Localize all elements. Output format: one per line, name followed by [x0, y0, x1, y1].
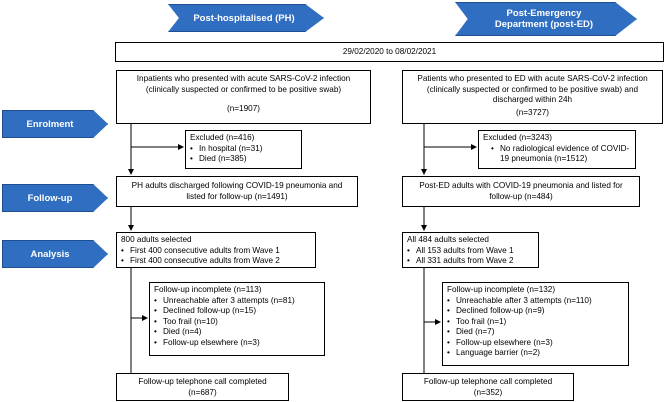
stage-analysis-label: Analysis — [30, 248, 70, 260]
list-item: First 400 consecutive adults from Wave 1 — [121, 246, 311, 257]
header-ed-line1: Post-Emergency — [506, 8, 582, 19]
list-item: Follow-up elsewhere (n=3) — [447, 338, 624, 349]
ed-completed-box: Follow-up telephone call completed (n=35… — [402, 373, 574, 401]
list-item: Died (n=4) — [154, 327, 320, 338]
ph-enrolment-box: Inpatients who presented with acute SARS… — [116, 70, 371, 124]
list-item: Too frail (n=10) — [154, 317, 320, 328]
ed-excluded-list: No radiological evidence of COVID-19 pne… — [483, 144, 631, 165]
list-item: Died (n=385) — [190, 154, 297, 165]
ed-completed-text: Follow-up telephone call completed — [423, 377, 553, 386]
ed-selected-box: All 484 adults selected All 153 adults f… — [402, 232, 539, 268]
ed-enrolment-n: (n=3727) — [515, 107, 549, 117]
ph-excluded-list: In hospital (n=31) Died (n=385) — [190, 144, 297, 165]
ph-incomplete-box: Follow-up incomplete (n=113) Unreachable… — [149, 282, 325, 356]
stage-followup-label: Follow-up — [27, 192, 73, 204]
ed-selected-list: All 153 adults from Wave 1 All 331 adult… — [407, 246, 534, 267]
ph-selected-list: First 400 consecutive adults from Wave 1… — [121, 246, 311, 267]
stage-followup: Follow-up — [2, 184, 108, 212]
list-item: Died (n=7) — [447, 327, 624, 338]
ph-followup-text: PH adults discharged following COVID-19 … — [131, 181, 343, 201]
header-ed-line2: Department (post-ED) — [494, 19, 594, 30]
date-range-box: 29/02/2020 to 08/02/2021 — [115, 42, 664, 62]
ph-enrolment-n: (n=1907) — [226, 104, 260, 113]
list-item: Unreachable after 3 attempts (n=81) — [154, 296, 320, 307]
list-item: Too frail (n=1) — [447, 317, 624, 328]
ph-incomplete-list: Unreachable after 3 attempts (n=81) Decl… — [154, 296, 320, 349]
date-range-text: 29/02/2020 to 08/02/2021 — [342, 47, 437, 56]
ph-completed-text: Follow-up telephone call completed — [138, 377, 267, 386]
ph-followup-box: PH adults discharged following COVID-19 … — [116, 176, 358, 207]
ph-selected-title: 800 adults selected — [121, 235, 192, 244]
ph-excluded-box: Excluded (n=416) In hospital (n=31) Died… — [185, 130, 302, 169]
list-item: Declined follow-up (n=9) — [447, 306, 624, 317]
stage-enrolment-label: Enrolment — [26, 118, 74, 130]
list-item: Unreachable after 3 attempts (n=110) — [447, 296, 624, 307]
ed-excluded-box: Excluded (n=3243) No radiological eviden… — [478, 130, 636, 169]
list-item: First 400 consecutive adults from Wave 2 — [121, 256, 311, 267]
ph-selected-box: 800 adults selected First 400 consecutiv… — [116, 232, 316, 268]
ed-followup-text: Post-ED adults with COVID-19 pneumonia a… — [419, 181, 623, 201]
ed-selected-title: All 484 adults selected — [407, 235, 489, 244]
ed-enrolment-box: Patients who presented to ED with acute … — [402, 70, 663, 124]
list-item: All 153 adults from Wave 1 — [407, 246, 534, 257]
ed-followup-box: Post-ED adults with COVID-19 pneumonia a… — [402, 176, 640, 207]
ed-incomplete-box: Follow-up incomplete (n=132) Unreachable… — [442, 282, 629, 366]
ph-excluded-title: Excluded (n=416) — [190, 133, 255, 142]
header-ph-label: Post-hospitalised (PH) — [193, 12, 295, 24]
ed-incomplete-title: Follow-up incomplete (n=132) — [447, 285, 556, 294]
ph-completed-n: (n=687) — [188, 387, 217, 397]
ed-incomplete-list: Unreachable after 3 attempts (n=110) Dec… — [447, 296, 624, 359]
stage-analysis: Analysis — [2, 240, 108, 268]
list-item: Language barrier (n=2) — [447, 348, 624, 359]
list-item: All 331 adults from Wave 2 — [407, 256, 534, 267]
ph-incomplete-title: Follow-up incomplete (n=113) — [154, 285, 262, 294]
ed-enrolment-text: Patients who presented to ED with acute … — [417, 74, 648, 104]
ph-enrolment-text: Inpatients who presented with acute SARS… — [136, 74, 351, 94]
stage-enrolment: Enrolment — [2, 110, 108, 138]
list-item: No radiological evidence of COVID-19 pne… — [491, 144, 631, 165]
list-item: Declined follow-up (n=15) — [154, 306, 320, 317]
list-item: In hospital (n=31) — [190, 144, 297, 155]
list-item: Follow-up elsewhere (n=3) — [154, 338, 320, 349]
ed-completed-n: (n=352) — [473, 387, 503, 397]
ed-excluded-title: Excluded (n=3243) — [483, 133, 552, 142]
header-post-hospitalised: Post-hospitalised (PH) — [168, 4, 324, 32]
ph-completed-box: Follow-up telephone call completed (n=68… — [116, 373, 289, 401]
header-post-ed: Post-Emergency Department (post-ED) — [455, 2, 637, 36]
